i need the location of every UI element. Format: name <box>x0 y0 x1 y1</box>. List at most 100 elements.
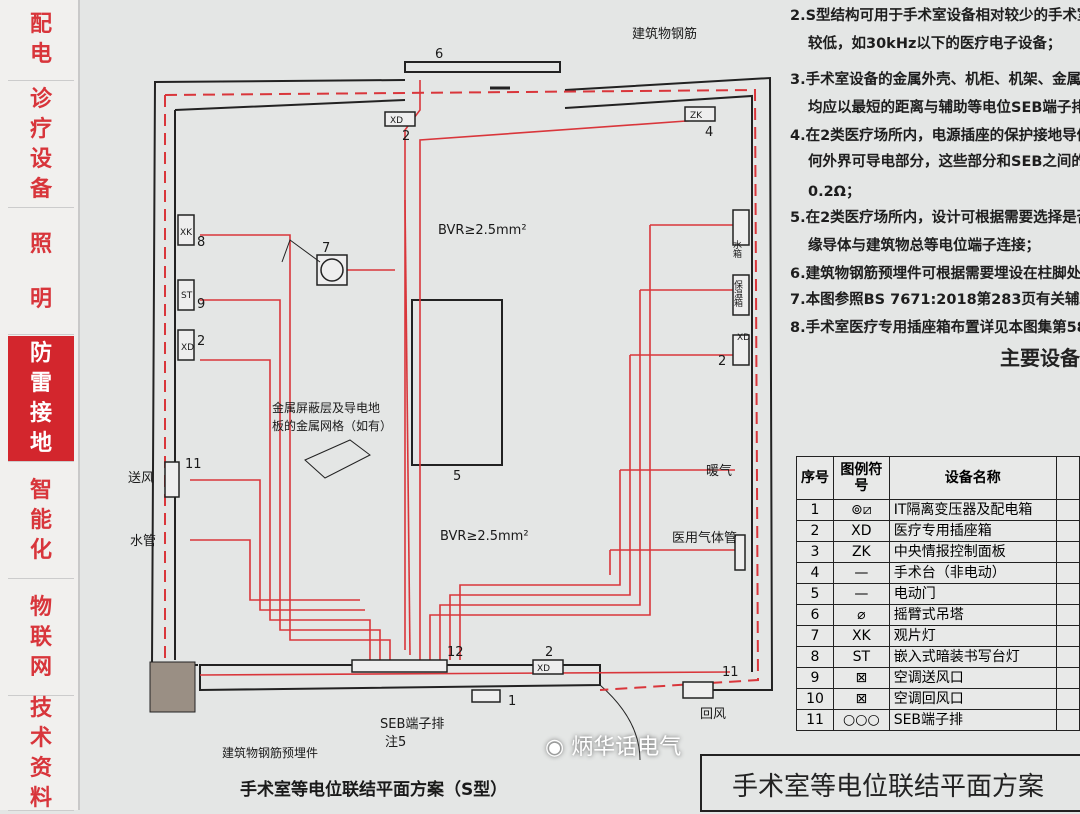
tab-medical[interactable]: 诊 疗 设 备 <box>8 82 74 208</box>
label-2-top: 2 <box>402 129 410 144</box>
label-xk: XK <box>180 228 193 238</box>
row-extra <box>1055 709 1080 731</box>
note-line: 7.本图参照BS 7671:2018第283页有关辅助 <box>790 292 1080 308</box>
row-no: 9 <box>796 667 834 689</box>
row-name: IT隔离变压器及配电箱 <box>888 499 1057 521</box>
label-xd-bottom: XD <box>537 664 550 674</box>
row-no: 4 <box>796 562 834 584</box>
table-row: 4—手术台（非电动） <box>796 562 1080 584</box>
label-xd-right: XD <box>737 333 750 343</box>
row-no: 3 <box>796 541 834 563</box>
th-symbol: 图例符号 <box>833 456 890 500</box>
label-12: 12 <box>447 645 464 660</box>
tab-power[interactable]: 配 电 <box>8 0 74 81</box>
row-name: 观片灯 <box>888 625 1057 647</box>
label-mesh-1: 金属屏蔽层及导电地 <box>272 400 380 415</box>
row-no: 8 <box>796 646 834 668</box>
label-2-left: 2 <box>197 334 205 349</box>
tab-grounding[interactable]: 防 雷 接 地 <box>8 336 74 462</box>
row-symbol: ○○○ <box>833 709 890 731</box>
note-line: 5.在2类医疗场所内，设计可根据需要选择是否 <box>790 210 1080 226</box>
row-name: 电动门 <box>888 583 1057 605</box>
tab-tech[interactable]: 技 术 资 料 <box>8 696 74 811</box>
label-st: ST <box>181 291 193 301</box>
row-no: 11 <box>796 709 834 731</box>
sidebar: 配 电 诊 疗 设 备 照 明 防 雷 接 地 智 能 化 物 联 网 技 术 … <box>0 0 80 811</box>
label-9: 9 <box>197 297 205 312</box>
note-line: 4.在2类医疗场所内，电源插座的保护接地导体 <box>790 128 1080 144</box>
row-no: 1 <box>796 499 834 521</box>
label-mesh-2: 板的金属网格（如有） <box>272 418 392 433</box>
room-walls <box>150 61 774 761</box>
tab-label: 配 电 <box>29 12 52 67</box>
bonding-wires <box>190 80 735 676</box>
tab-smart[interactable]: 智 能 化 <box>8 463 74 579</box>
label-return-air: 回风 <box>700 707 726 722</box>
note-line: 6.建筑物钢筋预埋件可根据需要埋设在柱脚处的 <box>790 266 1080 282</box>
tab-label: 照 明 <box>29 231 52 312</box>
row-extra <box>1055 667 1080 689</box>
label-6: 6 <box>435 47 443 62</box>
note-line: 3.手术室设备的金属外壳、机柜、机架、金属管 <box>790 72 1080 88</box>
row-extra <box>1055 688 1080 710</box>
row-extra <box>1055 520 1080 542</box>
label-zk: ZK <box>690 111 703 121</box>
label-11-left: 11 <box>185 457 202 472</box>
label-2-bottom: 2 <box>545 645 553 660</box>
label-xd-top: XD <box>390 116 403 126</box>
rebar-column <box>149 661 196 713</box>
row-symbol: ⊚⧄ <box>833 499 890 521</box>
row-no: 2 <box>796 520 834 542</box>
row-no: 6 <box>796 604 834 626</box>
label-rebar: 建筑物钢筋 <box>632 26 697 42</box>
row-extra <box>1055 604 1080 626</box>
row-no: 5 <box>796 583 834 605</box>
watermark-text: 炳华话电气 <box>571 735 682 760</box>
row-symbol: ⌀ <box>833 604 890 626</box>
note-line: 缘导体与建筑物总等电位端子连接； <box>808 238 1040 254</box>
row-no: 10 <box>796 688 834 710</box>
table-row: 11○○○SEB端子排 <box>796 709 1080 731</box>
row-name: 医疗专用插座箱 <box>888 520 1057 542</box>
tab-iot[interactable]: 物 联 网 <box>8 580 74 696</box>
row-symbol: XD <box>833 520 890 542</box>
label-embed: 建筑物钢筋预埋件 <box>222 745 318 760</box>
row-name: 摇臂式吊塔 <box>888 604 1057 626</box>
equipment-symbols <box>164 106 750 703</box>
table-header-row: 序号图例符号设备名称 <box>796 456 1080 500</box>
row-symbol: — <box>833 583 890 605</box>
label-supply-air: 送风 <box>128 471 154 486</box>
note-line: 较低，如30kHz以下的医疗电子设备； <box>808 36 1062 52</box>
note-line: 0.2Ω； <box>808 184 861 200</box>
tab-label: 智 能 化 <box>29 477 52 563</box>
th-no: 序号 <box>796 456 834 500</box>
row-name: 中央情报控制面板 <box>888 541 1057 563</box>
tab-lighting[interactable]: 照 明 <box>8 209 74 335</box>
note-line: 8.手术室医疗专用插座箱布置详见本图集第58 <box>790 320 1080 336</box>
row-symbol: XK <box>833 625 890 647</box>
row-extra <box>1055 541 1080 563</box>
row-extra <box>1055 625 1080 647</box>
dashed-loop <box>164 88 760 691</box>
floor-plan-diagram: 建筑物钢筋 6 XD 2 ZK 4 BVR≥2.5mm² BVR≥2.5mm² … <box>128 26 774 800</box>
tab-label: 物 联 网 <box>29 594 52 680</box>
bottom-title: 手术室等电位联结平面方案 <box>700 754 1080 812</box>
mesh-icon <box>304 439 371 479</box>
label-bvr-1: BVR≥2.5mm² <box>438 223 527 238</box>
row-symbol: ST <box>833 646 890 668</box>
label-4: 4 <box>705 125 713 140</box>
label-water-pipe: 水管 <box>130 534 156 549</box>
row-name: 嵌入式暗装书写台灯 <box>888 646 1057 668</box>
table-row: 6⌀摇臂式吊塔 <box>796 604 1080 626</box>
row-extra <box>1055 583 1080 605</box>
row-extra <box>1055 562 1080 584</box>
row-extra <box>1055 646 1080 668</box>
table-row: 10⊠空调回风口 <box>796 688 1080 710</box>
label-bvr-2: BVR≥2.5mm² <box>440 529 529 544</box>
row-no: 7 <box>796 625 834 647</box>
tab-label: 防 雷 接 地 <box>29 340 52 456</box>
